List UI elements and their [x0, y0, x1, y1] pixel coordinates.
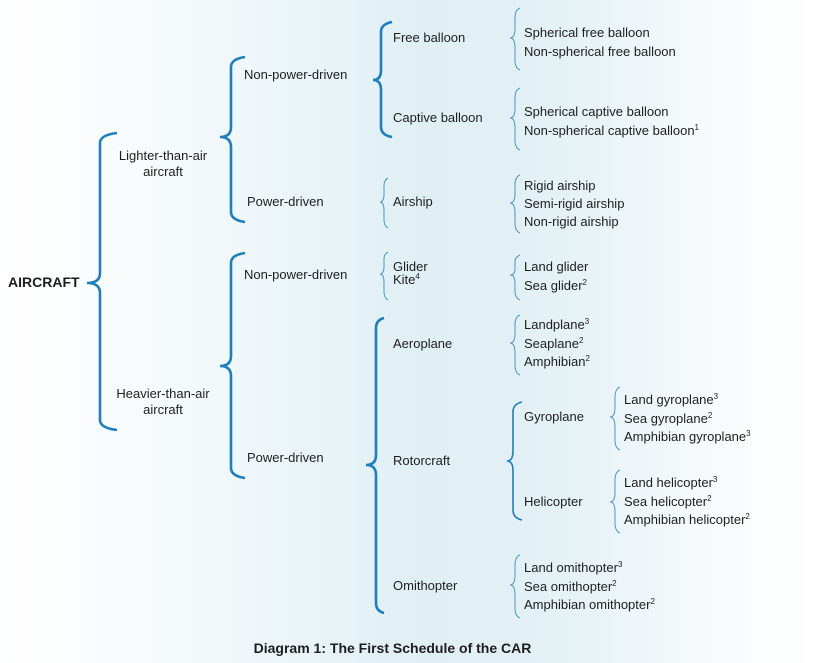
brace-lighter-non-power: [372, 20, 393, 139]
brace-airship: [379, 177, 389, 229]
aeroplane: Aeroplane: [393, 336, 453, 351]
footnote: 1: [694, 123, 699, 132]
item-label: Sea glider: [524, 278, 583, 293]
label-line: Heavier-than-air: [116, 386, 210, 401]
list-item: Semi-rigid airship: [524, 196, 625, 211]
lighter-power-driven: Power-driven: [247, 194, 324, 209]
list-item: Amphibian omithopter2: [524, 596, 655, 615]
helicopter: Helicopter: [524, 494, 583, 509]
item-label: Amphibian: [524, 354, 586, 369]
list-item: Amphibian gyroplane3: [624, 428, 751, 447]
list-item: Amphibian helicopter2: [624, 511, 750, 530]
free-balloon: Free balloon: [393, 30, 466, 45]
item-label: Amphibian gyroplane: [624, 429, 747, 444]
list-item: Rigid airship: [524, 178, 596, 193]
item-label: Sea helicopter: [624, 493, 708, 509]
brace-gyroplane-types: [609, 386, 621, 451]
root-aircraft: AIRCRAFT: [8, 274, 80, 290]
list-item: Sea glider2: [524, 276, 588, 295]
footnote: 3: [584, 317, 590, 326]
list-item: Amphibian2: [524, 353, 590, 372]
heavier-power-driven: Power-driven: [247, 450, 324, 465]
rotorcraft: Rotorcraft: [393, 453, 451, 468]
brace-helicopter-types: [609, 469, 621, 534]
brace-lighter: [219, 55, 246, 224]
footnote: 4: [415, 272, 420, 281]
list-item: Sea helicopter2: [624, 493, 750, 512]
list-item: Land omithopter3: [524, 559, 655, 578]
footnote: 2: [745, 512, 750, 521]
heavier-non-power-driven: Non-power-driven: [244, 267, 348, 282]
list-item: Spherical captive balloon: [524, 102, 699, 121]
list-item: Spherical free balloon: [524, 25, 650, 40]
brace-ornithopter-types: [509, 554, 521, 619]
list-item: Landplane3: [524, 316, 590, 335]
item-label: Spherical captive balloon: [524, 104, 669, 119]
item-label: Land gyroplane: [624, 392, 714, 407]
airship-types: Rigid airship Semi-rigid airship Non-rig…: [524, 177, 624, 231]
item-label: Sea gyroplane: [624, 410, 708, 426]
brace-captive-balloon-types: [509, 87, 521, 151]
brace-glider-types: [509, 254, 521, 301]
footnote: 3: [746, 429, 751, 438]
footnote: 2: [582, 278, 587, 287]
item-label: Amphibian helicopter: [624, 512, 746, 527]
list-item: Land glider: [524, 259, 589, 274]
brace-rotorcraft: [506, 401, 523, 521]
brace-free-balloon-types: [509, 7, 521, 71]
footnote: 3: [713, 392, 719, 401]
label-line: aircraft: [143, 402, 183, 417]
footnote: 3: [617, 560, 623, 569]
item-label: Land omithopter: [524, 560, 618, 575]
list-item: Non-spherical captive balloon1: [524, 121, 699, 140]
list-item: Sea gyroplane2: [624, 410, 751, 429]
diagram-caption: Diagram 1: The First Schedule of the CAR: [253, 640, 532, 656]
footnote: 2: [707, 410, 713, 420]
label-line: aircraft: [143, 164, 183, 179]
captive-balloon: Captive balloon: [393, 110, 483, 125]
free-balloon-types: Spherical free balloon Non-spherical fre…: [524, 23, 676, 61]
item-label: Non-spherical captive balloon: [524, 123, 695, 138]
list-item: Non-spherical free balloon: [524, 44, 676, 59]
brace-glider: [379, 251, 389, 301]
airship: Airship: [393, 194, 433, 209]
item-label: Amphibian omithopter: [524, 597, 651, 612]
footnote: 3: [712, 475, 718, 484]
kite-label: Kite: [393, 272, 416, 287]
gyroplane: Gyroplane: [524, 409, 584, 424]
list-item: Land gyroplane3: [624, 391, 751, 410]
label-line: Lighter-than-air: [118, 148, 208, 163]
glider: Glider: [393, 259, 428, 274]
glider-types: Land glider Sea glider2: [524, 257, 588, 295]
footnote: 2: [612, 578, 617, 588]
ornithopter: Omithopter: [393, 578, 458, 593]
item-label: Land helicopter: [624, 475, 713, 490]
footnote: 2: [707, 493, 712, 503]
brace-airship-types: [509, 174, 521, 234]
brace-heavier-power: [365, 316, 385, 615]
item-label: Landplane: [524, 317, 585, 332]
list-item: Land helicopter3: [624, 474, 750, 493]
list-item: Sea omithopter2: [524, 578, 655, 597]
item-label: Sea omithopter: [524, 578, 613, 594]
brace-aeroplane-types: [509, 314, 521, 376]
list-item: Non-rigid airship: [524, 214, 619, 229]
footnote: 2: [650, 597, 655, 606]
lighter-non-power-driven: Non-power-driven: [244, 67, 348, 82]
item-label: Seaplane: [524, 335, 579, 351]
captive-balloon-types: Spherical captive balloon Non-spherical …: [524, 102, 699, 140]
list-item: Seaplane2: [524, 335, 590, 354]
kite: Kite4: [393, 273, 420, 287]
brace-aircraft: [86, 131, 118, 432]
footnote: 2: [585, 354, 590, 363]
footnote: 2: [578, 335, 584, 345]
brace-heavier: [219, 251, 246, 480]
